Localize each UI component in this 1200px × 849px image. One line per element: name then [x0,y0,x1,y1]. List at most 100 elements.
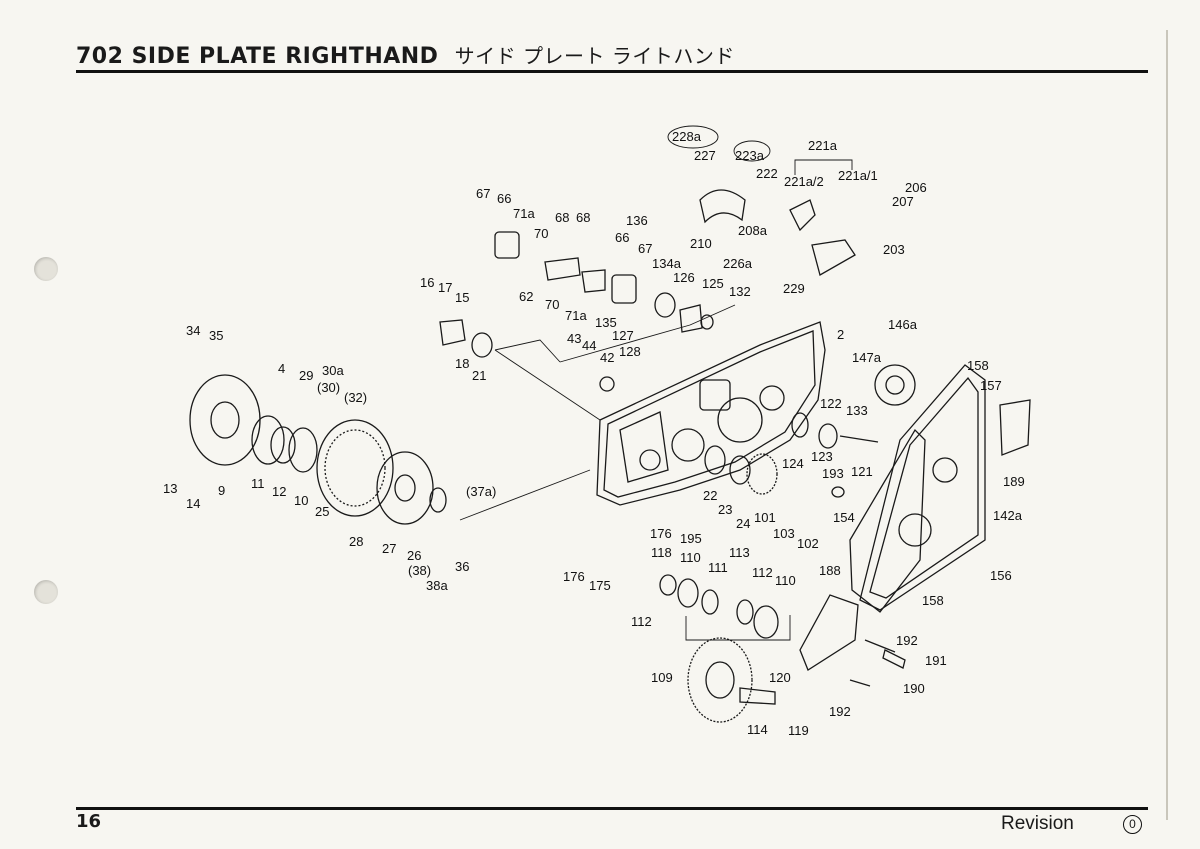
callout-label: 189 [1003,474,1025,489]
callout-label: 4 [278,361,285,376]
callout-label: (37a) [466,484,496,499]
callout-label: 175 [589,578,611,593]
callout-label: 34 [186,323,200,338]
callout-label: 24 [736,516,750,531]
callout-label: 25 [315,504,329,519]
callout-label: 226a [723,256,753,271]
callout-label: 66 [497,191,511,206]
callout-label: 110 [680,550,701,565]
callout-label: 71a [565,308,587,323]
callout-label: 147a [852,350,882,365]
idler-gear [659,574,791,723]
callout-label: 18 [455,356,469,371]
callout-label: 142a [993,508,1023,523]
callout-label: 136 [626,213,648,228]
callout-label: 119 [788,723,809,738]
callout-label: 38a [426,578,448,593]
page-title: 702 SIDE PLATE RIGHTHAND サイド プレート ライトハンド [76,40,735,69]
callout-label: 44 [582,338,596,353]
callout-label: 9 [218,483,225,498]
callout-label: 114 [747,722,768,737]
callout-label: 191 [925,653,947,668]
title-en: 702 SIDE PLATE RIGHTHAND [76,44,439,69]
callout-label: 110 [775,573,796,588]
title-jp: サイド プレート ライトハンド [454,44,735,68]
callout-label: 192 [829,704,851,719]
callout-label: 26 [407,548,421,563]
footer-rule [76,807,1148,810]
callout-label: 103 [773,526,795,541]
revision-label: Revision [1001,813,1074,834]
callout-label: 222 [756,166,778,181]
callout-label: 36 [455,559,469,574]
callout-label: 227 [694,148,716,163]
callout-label: 195 [680,531,702,546]
callout-label: 42 [600,350,614,365]
callout-label: 221a [808,138,838,153]
callout-label: 28 [349,534,363,549]
callout-label: 12 [272,484,286,499]
callout-label: 193 [822,466,844,481]
callout-label: 122 [820,396,842,411]
upper-assemblies [439,189,856,392]
callout-label: 66 [615,230,629,245]
callout-label: 2 [837,327,844,342]
revision-number-badge: 0 [1123,815,1142,834]
callout-label: (38) [408,563,431,578]
callout-label: 14 [186,496,200,511]
callout-label: 15 [455,290,469,305]
callout-label: 22 [703,488,717,503]
callout-label: 134a [652,256,682,271]
center-gear [704,412,879,498]
callout-label: 71a [513,206,535,221]
callout-label: 113 [729,545,750,560]
bracket-188 [799,594,859,671]
callout-label: 157 [980,378,1002,393]
callout-label: 208a [738,223,768,238]
callout-labels: 228a 227 223a 221a 222 221a/2 221a/1 206… [163,125,1025,738]
callout-label: 112 [752,565,773,580]
callout-label: 13 [163,481,177,496]
callout-label: 43 [567,331,581,346]
callout-label: 146a [888,317,918,332]
callout-label: 133 [846,403,868,418]
callout-label: 102 [797,536,819,551]
callout-label: 109 [651,670,673,685]
callout-label: 124 [782,456,804,471]
callout-label: 67 [638,241,652,256]
left-gear-assembly [189,374,591,525]
callout-label: 154 [833,510,855,525]
callout-label: (30) [317,380,340,395]
callout-label: 118 [651,545,672,560]
punch-hole [34,257,58,281]
callout-label: (32) [344,390,367,405]
page-edge [1166,30,1168,820]
callout-label: 125 [702,276,724,291]
callout-label: 156 [990,568,1012,583]
callout-label: 11 [251,476,265,491]
callout-label: 192 [896,633,918,648]
callout-label: 123 [811,449,833,464]
callout-label: 190 [903,681,925,696]
punch-hole [34,580,58,604]
callout-label: 70 [534,226,548,241]
callout-label: 228a [672,129,702,144]
callout-label: 188 [819,563,841,578]
callout-label: 68 [576,210,590,225]
callout-label: 121 [851,464,873,479]
page-number: 16 [76,811,102,832]
callout-label: 70 [545,297,559,312]
callout-label: 128 [619,344,641,359]
callout-label: 127 [612,328,634,343]
callout-label: 17 [438,280,452,295]
callout-label: 21 [472,368,486,383]
callout-label: 30a [322,363,344,378]
callout-label: 111 [708,560,728,575]
callout-label: 29 [299,368,313,383]
callout-label: 23 [718,502,732,517]
callout-label: 135 [595,315,617,330]
callout-label: 62 [519,289,533,304]
callout-label: 158 [922,593,944,608]
